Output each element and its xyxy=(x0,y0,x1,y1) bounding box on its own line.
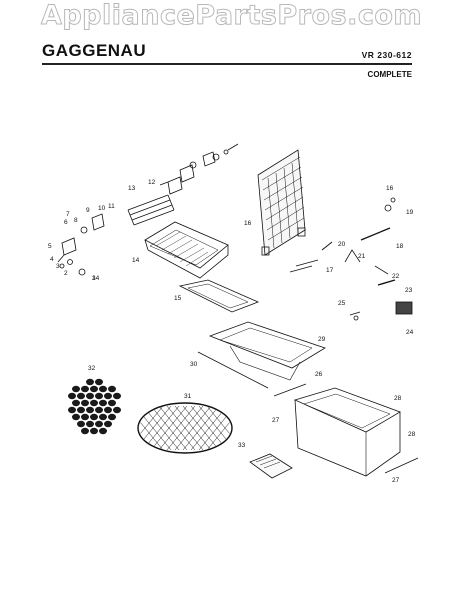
callout-number-3: 3 xyxy=(56,263,60,270)
callout-number-30: 30 xyxy=(190,361,198,368)
callout-number-8: 8 xyxy=(74,217,78,224)
callout-number-27: 27 xyxy=(272,417,280,424)
diagram-subtitle: COMPLETE xyxy=(367,70,412,79)
callout-number-2: 2 xyxy=(64,270,68,277)
lava-rock xyxy=(77,392,85,400)
callout-number-24: 24 xyxy=(406,329,414,336)
lava-rock xyxy=(104,406,112,414)
callout-number-4: 4 xyxy=(50,256,54,263)
lava-rock xyxy=(86,406,94,414)
lava-rock xyxy=(99,399,107,407)
heating-rack-part xyxy=(257,149,306,256)
lava-rock xyxy=(81,413,89,421)
grill-grate-part xyxy=(137,402,233,454)
callout-number-5: 5 xyxy=(48,243,52,250)
lava-rock xyxy=(81,385,89,393)
lava-rock xyxy=(68,406,76,414)
lava-rock xyxy=(77,406,85,414)
callout-number-1: 1 xyxy=(92,275,96,282)
upper-fastener-group xyxy=(159,143,239,195)
lava-rock xyxy=(104,420,112,428)
callout-number-15: 15 xyxy=(174,295,182,302)
callout-number-23: 23 xyxy=(405,287,413,294)
callout-number-26: 26 xyxy=(315,371,323,378)
callout-number-17: 17 xyxy=(326,267,334,274)
callout-number-16: 16 xyxy=(244,220,252,227)
callout-number-11: 11 xyxy=(108,203,115,210)
lava-rock xyxy=(108,399,116,407)
model-number: VR 230-612 xyxy=(361,50,412,60)
lava-rock xyxy=(77,420,85,428)
rail-part-upper xyxy=(273,383,307,397)
callout-number-20: 20 xyxy=(338,241,346,248)
instruction-booklet-part xyxy=(249,453,293,479)
callout-number-13: 13 xyxy=(128,185,136,192)
callout-number-21: 21 xyxy=(358,253,366,260)
lava-rock xyxy=(72,413,80,421)
rail-part-lower xyxy=(384,457,419,474)
callout-number-6: 6 xyxy=(64,219,68,226)
lava-rock xyxy=(72,399,80,407)
lava-rock xyxy=(72,385,80,393)
callout-number-25: 25 xyxy=(338,300,346,307)
basin-part xyxy=(208,321,326,381)
grate-wire xyxy=(206,405,231,451)
callout-number-22: 22 xyxy=(392,273,400,280)
housing-part xyxy=(293,387,401,477)
lava-rock xyxy=(81,399,89,407)
lava-rock xyxy=(104,392,112,400)
callout-number-28: 28 xyxy=(394,395,402,402)
lava-rock-grate-part xyxy=(144,221,229,279)
callout-number-19: 19 xyxy=(406,209,414,216)
lava-rock xyxy=(108,385,116,393)
rod-part xyxy=(197,351,269,389)
callout-number-27: 27 xyxy=(392,477,400,484)
lava-rock xyxy=(81,427,89,435)
lava-rock xyxy=(90,427,98,435)
callout-number-18: 18 xyxy=(396,243,404,250)
lava-rock xyxy=(90,385,98,393)
lava-rock xyxy=(86,420,94,428)
lava-rock xyxy=(90,399,98,407)
callout-number-28: 28 xyxy=(408,431,416,438)
callout-number-16: 16 xyxy=(386,185,394,192)
lava-rock xyxy=(113,392,121,400)
grate-wire xyxy=(190,405,228,451)
callout-number-31: 31 xyxy=(184,393,192,400)
lava-rock xyxy=(86,392,94,400)
callout-number-7: 7 xyxy=(66,211,70,218)
lava-rock xyxy=(86,378,94,386)
lava-rock xyxy=(95,420,103,428)
lava-rock xyxy=(95,406,103,414)
callout-number-10: 10 xyxy=(98,205,106,212)
lava-rock xyxy=(99,385,107,393)
lava-rock xyxy=(95,378,103,386)
callout-number-14: 14 xyxy=(132,257,140,264)
right-fastener-group xyxy=(289,197,413,321)
lava-rock xyxy=(90,413,98,421)
brand-logo: GAGGENAU xyxy=(42,41,147,60)
lava-rock xyxy=(99,427,107,435)
lava-rock xyxy=(108,413,116,421)
lava-rock xyxy=(68,392,76,400)
burner-element-part xyxy=(127,194,175,226)
left-fastener-group xyxy=(57,213,105,276)
lava-rock xyxy=(113,406,121,414)
lava-rock xyxy=(95,392,103,400)
lava-rock xyxy=(99,413,107,421)
watermark-text: AppliancePartsPros.com xyxy=(40,0,423,32)
callout-number-29: 29 xyxy=(318,336,326,343)
header-divider xyxy=(42,63,412,65)
callout-number-34: 34 xyxy=(92,275,100,282)
glass-plate-part xyxy=(178,279,260,313)
callout-number-9: 9 xyxy=(86,207,90,214)
callout-number-33: 33 xyxy=(238,442,246,449)
callout-number-12: 12 xyxy=(148,179,156,186)
lava-rocks-part xyxy=(68,378,121,435)
callout-number-32: 32 xyxy=(88,365,96,372)
